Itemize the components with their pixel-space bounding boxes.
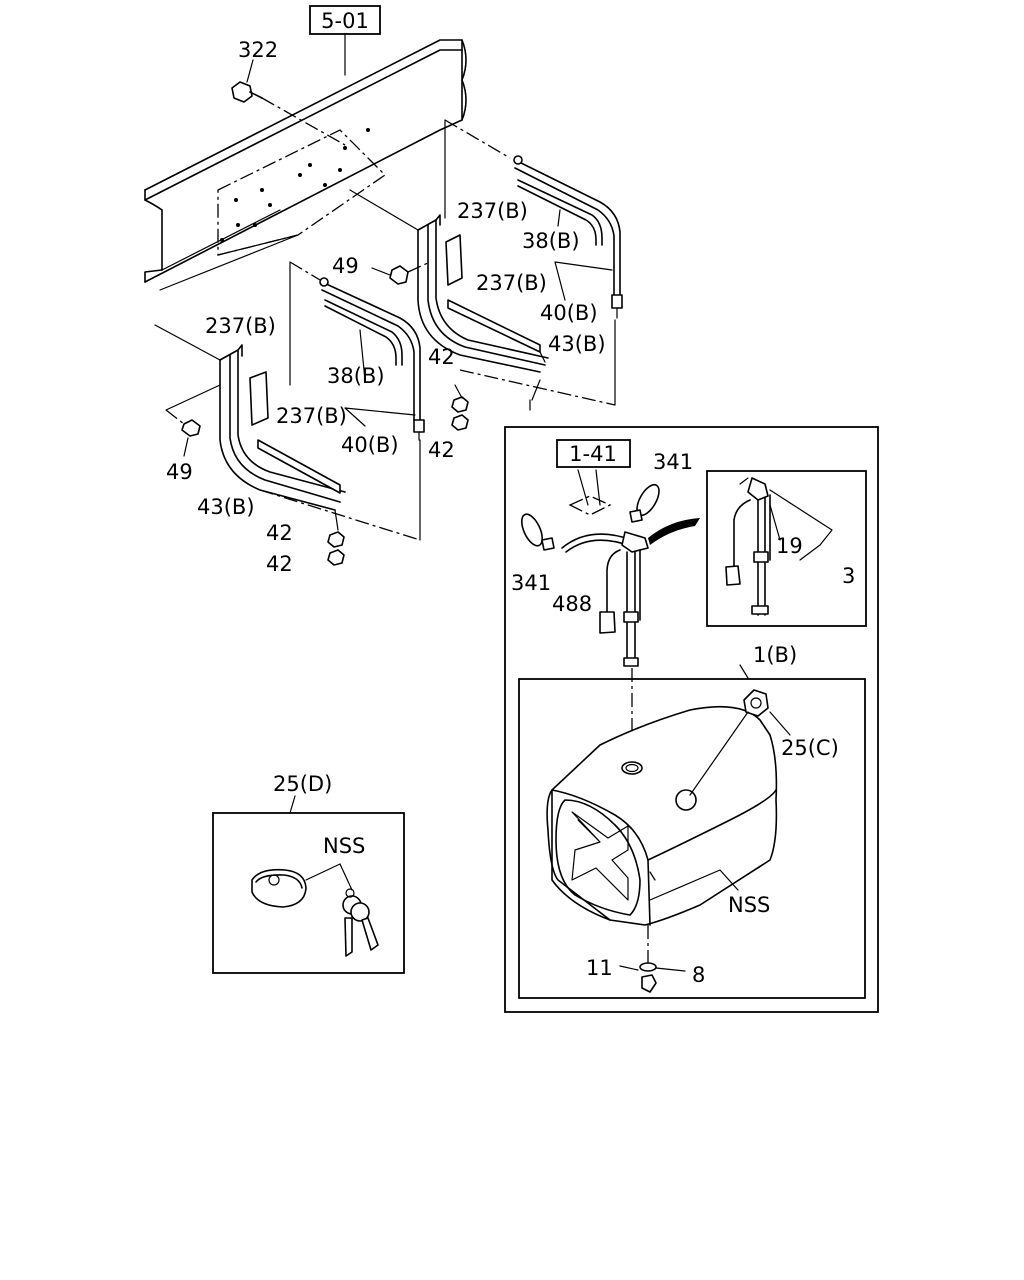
label-42-1: 42 <box>428 345 455 369</box>
label-42-2: 42 <box>428 438 455 462</box>
label-43b-2: 43(B) <box>197 495 255 519</box>
label-43b-1: 43(B) <box>548 332 606 356</box>
1b-leader <box>739 664 749 679</box>
drain-plug <box>619 962 686 993</box>
ref-1-41[interactable]: 1-41 <box>569 442 617 466</box>
sensor-bracket <box>568 469 612 516</box>
cap-key-box <box>212 812 405 974</box>
bolt-322 <box>231 59 346 146</box>
nss-leader <box>649 869 739 901</box>
label-40b-1: 40(B) <box>540 301 598 325</box>
25d-leader <box>289 795 296 814</box>
label-1b: 1(B) <box>753 643 797 667</box>
strap-left <box>319 277 425 441</box>
40b-2-leader <box>344 407 416 427</box>
label-237b-4: 237(B) <box>276 404 347 428</box>
label-237b-3: 237(B) <box>205 314 276 338</box>
keys <box>339 863 379 957</box>
cap-25c <box>689 689 791 796</box>
ref-box-1-41 <box>556 439 631 468</box>
nuts-42-right <box>451 384 469 431</box>
label-488: 488 <box>552 592 592 616</box>
frame-plate <box>159 128 387 291</box>
label-237b-2: 237(B) <box>476 271 547 295</box>
label-322: 322 <box>238 38 278 62</box>
frame-rail <box>144 39 467 283</box>
label-nss-cap: NSS <box>323 834 365 858</box>
bracket-right <box>349 119 616 411</box>
38b-2-leader <box>359 329 366 381</box>
38b-1-leader <box>557 209 561 227</box>
label-25c: 25(C) <box>781 736 839 760</box>
sender-unit <box>561 518 700 667</box>
nut-49-lower <box>165 384 221 457</box>
tank-inner-box <box>518 678 866 999</box>
label-11: 11 <box>586 956 613 980</box>
bracket-left <box>154 261 421 541</box>
strap-right <box>513 155 623 319</box>
sender-detail-box <box>706 470 867 627</box>
tank-group-box <box>504 426 879 1013</box>
label-38b-1: 38(B) <box>522 229 580 253</box>
label-49-1: 49 <box>332 254 359 278</box>
label-25d: 25(D) <box>273 772 332 796</box>
nuts-42-left <box>327 531 345 566</box>
label-49-2: 49 <box>166 460 193 484</box>
label-341-1: 341 <box>653 450 693 474</box>
label-3: 3 <box>842 564 855 588</box>
tie-bands <box>520 483 660 551</box>
label-42-4: 42 <box>266 552 293 576</box>
label-19: 19 <box>776 534 803 558</box>
sender-detail <box>725 477 833 616</box>
nut-49-upper <box>371 261 431 285</box>
locking-cap <box>251 863 341 908</box>
label-38b-2: 38(B) <box>327 364 385 388</box>
label-237b-1: 237(B) <box>457 199 528 223</box>
label-nss-tank: NSS <box>728 893 770 917</box>
40b-1-leader <box>554 261 613 301</box>
label-341-2: 341 <box>511 571 551 595</box>
label-42-3: 42 <box>266 521 293 545</box>
label-40b-2: 40(B) <box>341 433 399 457</box>
label-8: 8 <box>692 963 705 987</box>
ref-5-01[interactable]: 5-01 <box>321 9 369 33</box>
